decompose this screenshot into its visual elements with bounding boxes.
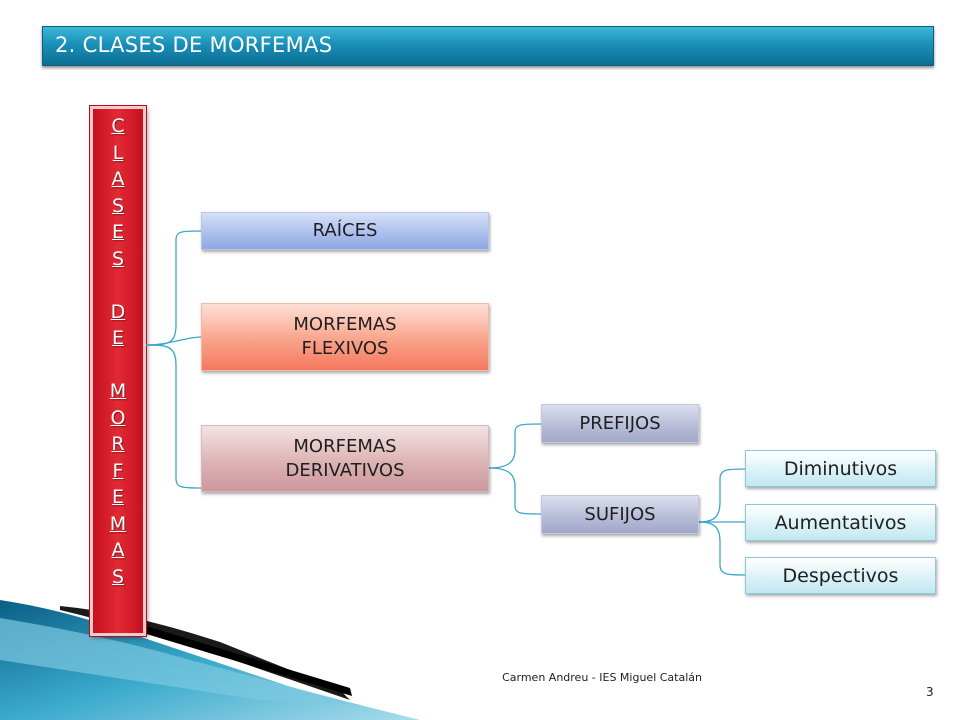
- vertical-label-char: O: [110, 406, 126, 429]
- vertical-label-char: S: [111, 247, 125, 270]
- vertical-label-char: S: [111, 565, 125, 588]
- node-despectivos: Despectivos: [745, 557, 936, 594]
- node-sufijos-label: SUFIJOS: [584, 503, 656, 525]
- vertical-label-char: E: [111, 486, 124, 508]
- footer-author: Carmen Andreu - IES Miguel Catalán: [502, 671, 702, 684]
- page-number: 3: [926, 685, 934, 699]
- node-morfemas-flexivos: MORFEMAS FLEXIVOS: [201, 303, 489, 371]
- vertical-label-char: R: [111, 433, 125, 455]
- vertical-label-char: C: [111, 115, 125, 137]
- vertical-label-char: S: [111, 194, 125, 217]
- vertical-label-char: D: [110, 300, 126, 323]
- node-prefijos: PREFIJOS: [541, 404, 699, 443]
- connector-root-raices: [145, 230, 202, 346]
- connector-sufijos-despectivos: [698, 521, 746, 576]
- vertical-label-char: L: [112, 141, 124, 164]
- node-aumentativos: Aumentativos: [745, 504, 936, 541]
- node-despectivos-label: Despectivos: [782, 564, 899, 587]
- node-morfemas-flexivos-label: MORFEMAS FLEXIVOS: [293, 314, 397, 359]
- node-raices: RAÍCES: [201, 212, 489, 250]
- vertical-label-char: F: [112, 459, 124, 482]
- node-aumentativos-label: Aumentativos: [774, 511, 907, 534]
- node-morfemas-derivativos-label: MORFEMAS DERIVATIVOS: [285, 435, 405, 481]
- vertical-label-char: E: [111, 327, 124, 349]
- node-morfemas-derivativos: MORFEMAS DERIVATIVOS: [201, 425, 489, 492]
- vertical-label-char: M: [109, 380, 127, 402]
- node-diminutivos: Diminutivos: [745, 450, 936, 487]
- vertical-label-char: E: [111, 221, 124, 243]
- connector-sufijos-diminutivos: [698, 468, 746, 523]
- title-bar: 2. CLASES DE MORFEMAS: [42, 26, 934, 66]
- connector-root-derivativos: [145, 344, 202, 489]
- connector-derivativos-sufijos: [488, 467, 542, 515]
- node-prefijos-label: PREFIJOS: [579, 412, 661, 434]
- node-sufijos: SUFIJOS: [541, 495, 699, 534]
- vertical-label-char: A: [111, 168, 125, 190]
- node-raices-label: RAÍCES: [312, 220, 378, 241]
- connector-derivativos-prefijos: [488, 423, 542, 469]
- vertical-label-char: A: [111, 539, 125, 561]
- vertical-label-char: M: [109, 512, 127, 535]
- node-diminutivos-label: Diminutivos: [783, 457, 898, 480]
- slide-title: 2. CLASES DE MORFEMAS: [55, 33, 333, 57]
